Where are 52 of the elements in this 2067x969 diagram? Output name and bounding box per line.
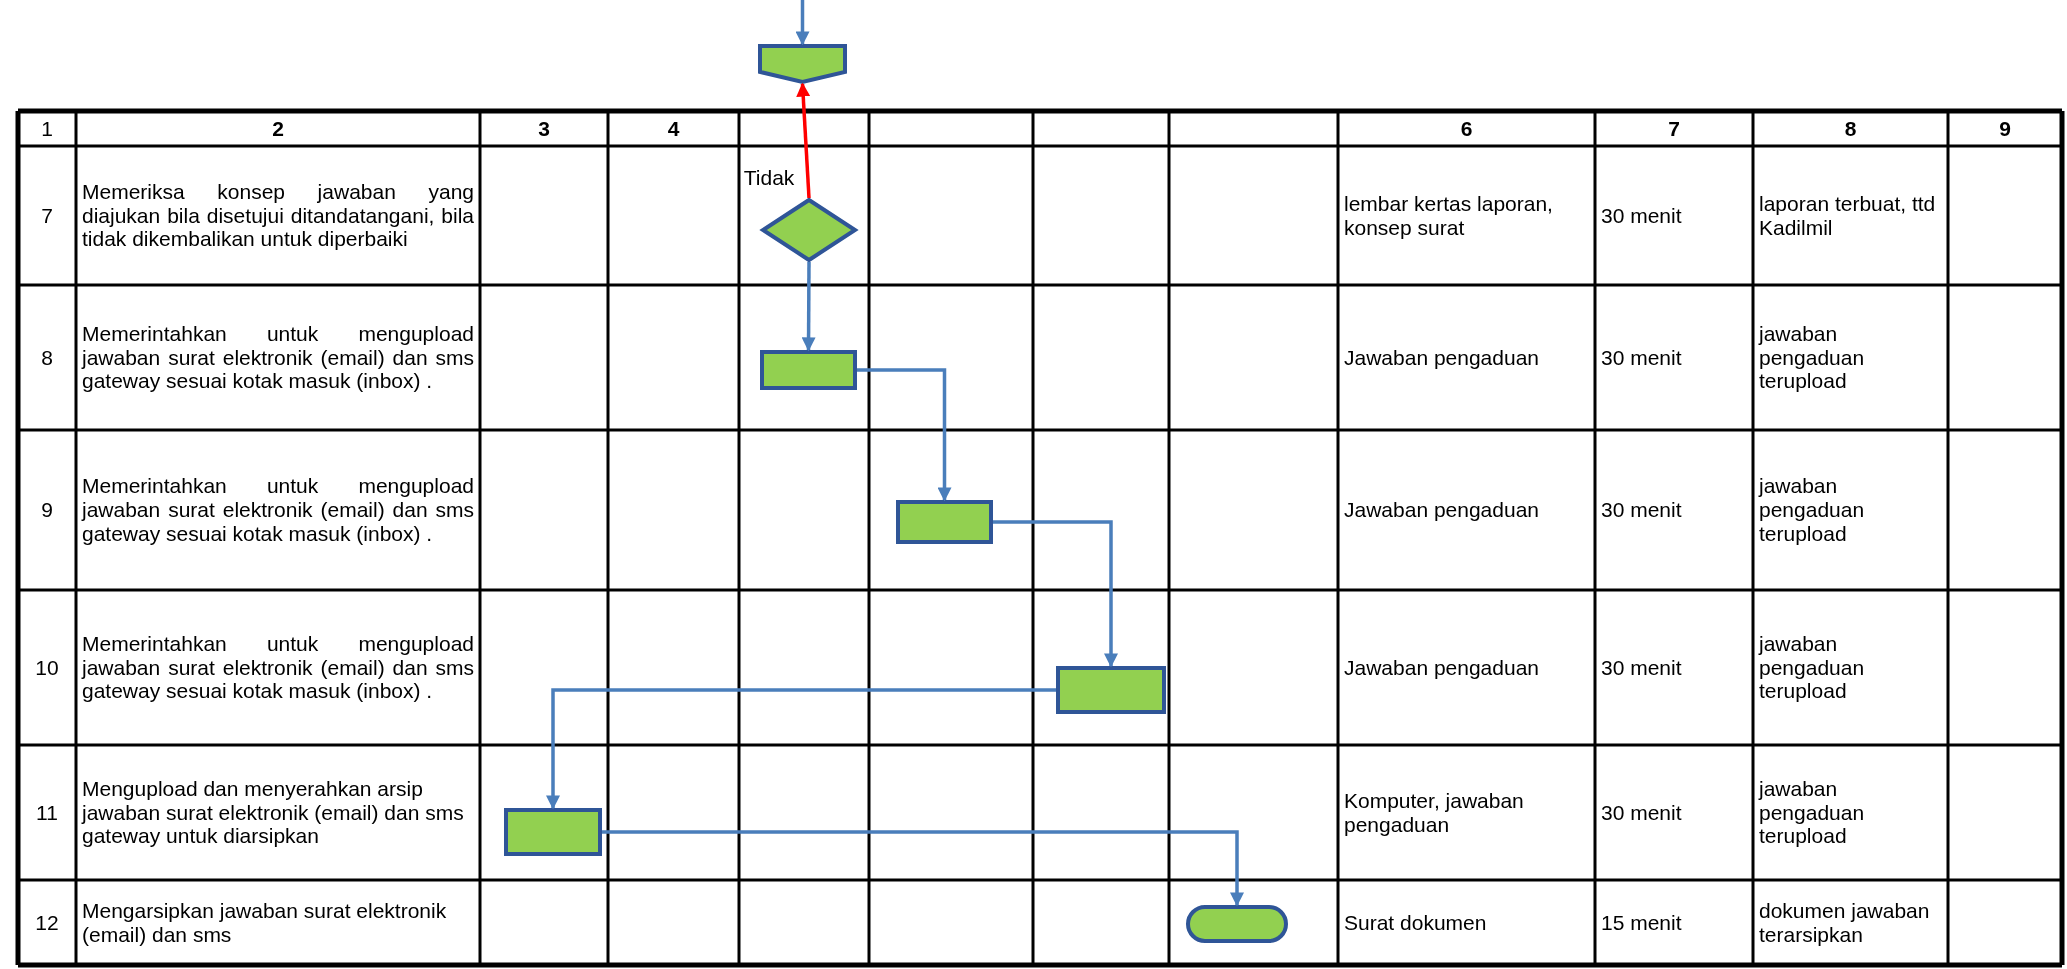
off-page-connector: [758, 44, 847, 85]
step-description: Memerintahkan untuk mengupload jawaban surat elektronik (email) dan sms gateway sesuai kotak masuk (inbox) .: [82, 631, 474, 704]
arrow: [602, 830, 1244, 907]
row-number: 7: [40, 203, 54, 228]
arrow: [801, 262, 816, 352]
column-header: 4: [666, 116, 681, 141]
arrow: [857, 368, 952, 502]
column-header: 2: [271, 116, 285, 141]
step-description: Mengupload dan menyerahkan arsip jawaban surat elektronik (email) dan sms gateway untuk diarsipkan: [82, 776, 465, 849]
column-header: 6: [1459, 116, 1474, 141]
process-box: [896, 500, 993, 544]
arrow: [796, 82, 811, 199]
table-cell-text: lembar kertas laporan, konsep surat: [1344, 191, 1554, 240]
table-cell-text: 30 menit: [1601, 800, 1683, 825]
table-cell-text: Jawaban pengaduan: [1344, 655, 1540, 680]
arrow: [993, 520, 1118, 668]
table-cell-text: dokumen jawaban terarsipkan: [1759, 898, 1931, 947]
step-description: Mengarsipkan jawaban surat elektronik (email) dan sms: [82, 898, 448, 947]
step-description: Memeriksa konsep jawaban yang diajukan bila disetujui ditandatangani, bila tidak dikembalikan untuk diperbaiki: [82, 179, 474, 252]
table-cell-text: jawaban pengaduan terupload: [1759, 776, 1866, 849]
row-number: 8: [40, 345, 54, 370]
table-cell-text: Surat dokumen: [1344, 910, 1488, 935]
table-cell-text: 15 menit: [1601, 910, 1683, 935]
table-cell-text: 30 menit: [1601, 203, 1683, 228]
process-box: [760, 350, 857, 390]
table-cell-text: laporan terbuat, ttd Kadilmil: [1759, 191, 1937, 240]
column-header: 1: [40, 116, 54, 141]
column-header: 9: [1998, 116, 2012, 141]
column-header: 7: [1667, 116, 1681, 141]
table-cell-text: 30 menit: [1601, 345, 1683, 370]
arrow: [546, 688, 1056, 810]
table-cell-text: Jawaban pengaduan: [1344, 498, 1540, 522]
table-cell-text: jawaban pengaduan terupload: [1759, 321, 1866, 394]
column-header: 8: [1843, 116, 1858, 141]
row-number: 9: [40, 498, 54, 522]
arrow: [795, 0, 810, 46]
table-cell-text: jawaban pengaduan terupload: [1759, 631, 1866, 704]
row-number: 11: [35, 800, 59, 825]
table-cell-text: Jawaban pengaduan: [1344, 345, 1540, 370]
row-number: 10: [34, 655, 60, 680]
step-description: Memerintahkan untuk mengupload jawaban surat elektronik (email) dan sms gateway sesuai kotak masuk (inbox) .: [82, 474, 474, 546]
table-cell-text: Komputer, jawaban pengaduan: [1344, 788, 1525, 837]
step-description: Memerintahkan untuk mengupload jawaban surat elektronik (email) dan sms gateway sesuai kotak masuk (inbox) .: [82, 321, 474, 394]
decision-diamond: [759, 197, 859, 263]
process-box: [1056, 666, 1166, 714]
terminator: [1186, 905, 1288, 943]
process-box: [504, 808, 602, 856]
column-header: 3: [537, 116, 551, 141]
table-cell-text: 30 menit: [1601, 498, 1683, 522]
row-number: 12: [34, 910, 60, 935]
table-cell-text: 30 menit: [1601, 655, 1683, 680]
table-cell-text: jawaban pengaduan terupload: [1759, 474, 1866, 546]
